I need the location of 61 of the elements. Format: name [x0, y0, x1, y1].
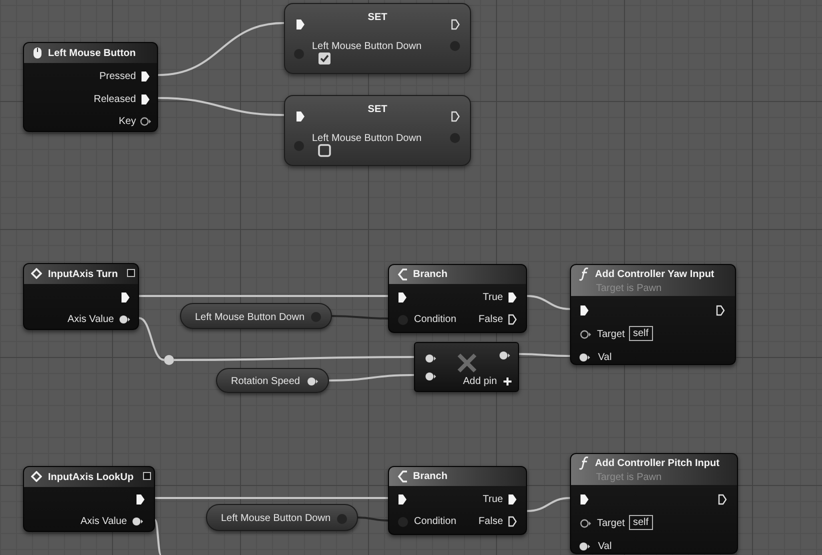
pin-label: False — [478, 514, 503, 528]
pin-label: Target — [597, 516, 625, 530]
pin-label: Key — [118, 114, 136, 128]
wire — [526, 497, 570, 512]
wire — [332, 315, 388, 320]
node-title: InputAxis Turn — [48, 268, 118, 280]
pin-label: True — [482, 290, 503, 304]
wire — [158, 97, 284, 116]
variable-getter — [216, 368, 329, 393]
node-title: SET — [368, 102, 388, 116]
pin-label: Val — [598, 540, 612, 552]
reroute-knot — [164, 355, 174, 365]
wire — [154, 519, 162, 555]
branch-node — [388, 264, 527, 333]
pin-label: False — [478, 312, 503, 326]
wire — [155, 497, 388, 499]
node-subtitle: Target is Pawn — [596, 470, 662, 484]
wire — [174, 356, 414, 361]
multiply-node — [414, 342, 519, 392]
pin-label: Released — [94, 92, 136, 106]
pin-label: Axis Value — [67, 312, 114, 326]
function-node — [570, 264, 736, 365]
variable-name: Left Mouse Button Down — [221, 512, 331, 525]
node-subtitle: Target is Pawn — [596, 282, 662, 294]
variable-name: Left Mouse Button Down — [195, 310, 305, 324]
node-title: Branch — [413, 268, 448, 280]
node-title: SET — [368, 10, 388, 24]
node-title: Add Controller Yaw Input — [595, 268, 714, 280]
branch-node — [388, 466, 527, 535]
event-node — [23, 42, 158, 132]
function-node — [570, 453, 738, 554]
pin-label: Condition — [414, 514, 456, 528]
pin-label: Left Mouse Button Down — [312, 40, 422, 52]
wire — [158, 22, 284, 76]
node-title: Branch — [413, 470, 448, 482]
node-title: Left Mouse Button — [48, 46, 136, 60]
event-node — [23, 263, 139, 330]
pin-label: Target — [597, 328, 625, 340]
variable-name: Rotation Speed — [231, 375, 300, 388]
add-pin-label: Add pin — [463, 374, 497, 388]
node-title: InputAxis LookUp — [48, 470, 134, 484]
pin-label: True — [482, 492, 503, 506]
default-value-field: self — [629, 515, 653, 530]
wire — [358, 516, 388, 522]
pin-label: Condition — [414, 312, 456, 326]
pin-label: Axis Value — [80, 514, 127, 528]
pin-label: Val — [598, 350, 612, 364]
wire — [138, 317, 164, 361]
variable-getter — [180, 303, 332, 329]
pin-label: Pressed — [99, 70, 136, 82]
pin-label: Left Mouse Button Down — [312, 132, 422, 144]
variable-getter — [206, 504, 358, 531]
wire — [519, 353, 570, 357]
node-title: Add Controller Pitch Input — [595, 456, 720, 470]
set-variable-node — [284, 3, 471, 74]
wire — [328, 374, 414, 382]
set-variable-node — [284, 95, 471, 166]
default-value-field: self — [629, 326, 653, 341]
wire — [526, 295, 570, 310]
event-node — [23, 466, 155, 532]
wire — [139, 295, 388, 297]
